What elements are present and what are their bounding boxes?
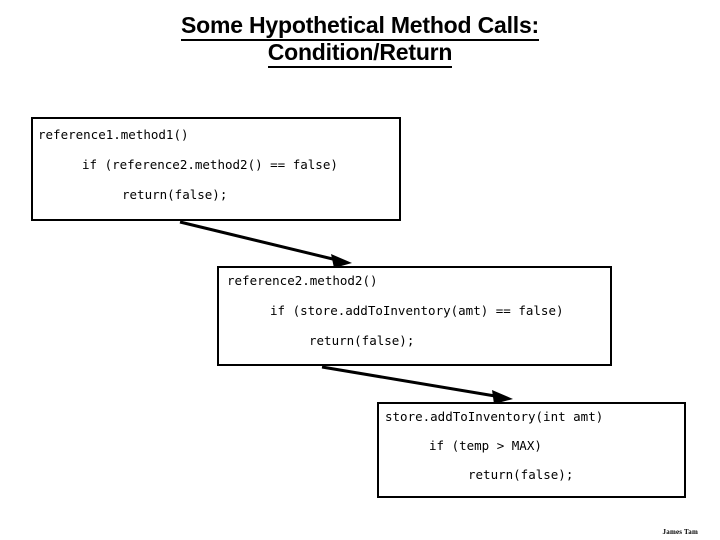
code-line: reference1.method1()	[38, 127, 189, 142]
code-line: if (reference2.method2() == false)	[82, 157, 338, 172]
code-box-store-addtoinventory: store.addToInventory(int amt) if (temp >…	[377, 402, 686, 498]
code-line: return(false);	[468, 467, 574, 482]
page-title: Some Hypothetical Method Calls: Conditio…	[60, 12, 660, 68]
code-line: store.addToInventory(int amt)	[385, 409, 604, 424]
code-box-reference2-method2: reference2.method2() if (store.addToInve…	[217, 266, 612, 366]
code-line: return(false);	[122, 187, 228, 202]
code-line: return(false);	[309, 333, 415, 348]
code-line: reference2.method2()	[227, 273, 378, 288]
code-line: if (temp > MAX)	[429, 438, 542, 453]
arrow-box1-to-box2	[179, 220, 352, 268]
page-title-line-2: Condition/Return	[60, 39, 660, 68]
arrow-box2-to-box3	[321, 365, 513, 404]
code-line: if (store.addToInventory(amt) == false)	[270, 303, 564, 318]
page-title-line-1: Some Hypothetical Method Calls:	[60, 12, 660, 41]
code-box-reference1-method1: reference1.method1() if (reference2.meth…	[31, 117, 401, 221]
author-signature: James Tam	[662, 528, 698, 536]
